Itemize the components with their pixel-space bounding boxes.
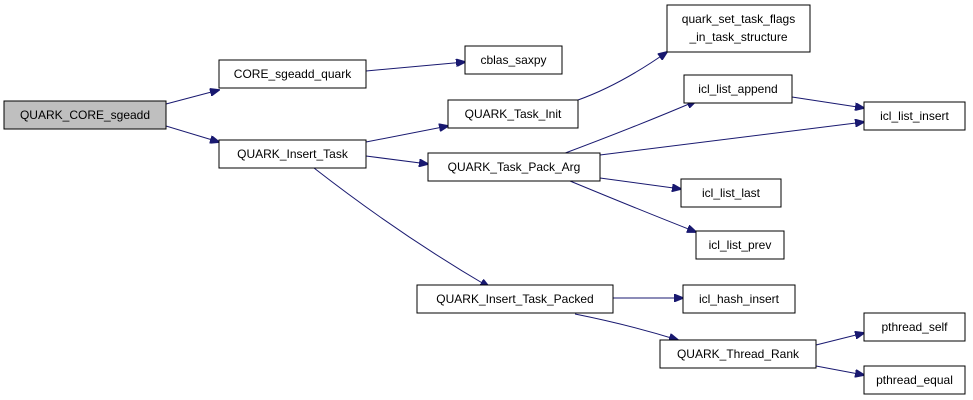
node-label: pthread_self <box>881 320 948 334</box>
edge-quark-task-pack-arg-to-icl-list-last <box>599 177 681 189</box>
node-label: cblas_saxpy <box>480 53 546 67</box>
node-label: QUARK_Insert_Task_Packed <box>436 292 593 306</box>
node-quark-core-sgeadd[interactable]: QUARK_CORE_sgeadd <box>3 100 167 130</box>
node-label: icl_hash_insert <box>699 292 780 306</box>
node-cblas-saxpy[interactable]: cblas_saxpy <box>464 45 563 75</box>
edge-quark-insert-task-packed-to-quark-thread-rank <box>574 313 678 340</box>
node-label: QUARK_Insert_Task <box>237 147 349 161</box>
node-quark-task-pack-arg[interactable]: QUARK_Task_Pack_Arg <box>427 152 601 182</box>
edge-quark-thread-rank-to-pthread-self <box>815 333 864 346</box>
edge-root-to-quark-insert-task <box>165 125 219 142</box>
edge-quark-thread-rank-to-pthread-equal <box>815 365 864 375</box>
node-icl-list-insert[interactable]: icl_list_insert <box>863 101 966 131</box>
node-quark-insert-task[interactable]: QUARK_Insert_Task <box>218 139 367 169</box>
node-label: CORE_sgeadd_quark <box>234 67 352 81</box>
edge-quark-task-pack-arg-to-icl-list-prev <box>569 180 696 232</box>
node-pthread-self[interactable]: pthread_self <box>863 312 966 342</box>
edge-quark-task-init-to-quark-set-task-flags <box>577 52 667 101</box>
node-quark-thread-rank[interactable]: QUARK_Thread_Rank <box>659 339 817 369</box>
edge-quark-task-pack-arg-to-icl-list-insert <box>599 122 864 156</box>
node-quark-task-init[interactable]: QUARK_Task_Init <box>447 99 579 129</box>
node-icl-list-prev[interactable]: icl_list_prev <box>695 230 785 260</box>
node-label: icl_list_prev <box>709 238 772 252</box>
node-label: pthread_equal <box>876 373 953 387</box>
edge-quark-task-pack-arg-to-icl-list-append <box>559 101 696 156</box>
node-icl-list-last[interactable]: icl_list_last <box>680 178 782 208</box>
node-label-line2: _in_task_structure <box>688 30 787 44</box>
edge-core-sgeadd-quark-to-cblas-saxpy <box>365 62 465 72</box>
node-label: icl_list_last <box>702 186 761 200</box>
edge-quark-insert-task-to-quark-task-init <box>365 126 448 143</box>
edge-icl-list-append-to-icl-list-insert <box>791 96 864 108</box>
node-pthread-equal[interactable]: pthread_equal <box>863 365 966 395</box>
node-label: QUARK_Task_Pack_Arg <box>448 160 581 174</box>
node-label: icl_list_insert <box>880 109 949 123</box>
node-label-line1: quark_set_task_flags <box>682 12 795 26</box>
node-label: icl_list_append <box>698 82 777 96</box>
node-quark-set-task-flags-in-task-structure[interactable]: quark_set_task_flags _in_task_structure <box>666 4 811 53</box>
node-label: QUARK_Thread_Rank <box>677 347 800 361</box>
node-label: QUARK_CORE_sgeadd <box>20 108 150 122</box>
node-label: QUARK_Task_Init <box>465 107 562 121</box>
edge-quark-insert-task-to-quark-insert-task-packed <box>313 167 489 287</box>
node-icl-list-append[interactable]: icl_list_append <box>683 74 793 104</box>
node-icl-hash-insert[interactable]: icl_hash_insert <box>682 284 796 314</box>
node-quark-insert-task-packed[interactable]: QUARK_Insert_Task_Packed <box>416 284 614 314</box>
edge-quark-insert-task-to-quark-task-pack-arg <box>365 155 428 164</box>
edges <box>165 52 864 375</box>
node-core-sgeadd-quark[interactable]: CORE_sgeadd_quark <box>218 59 367 89</box>
edge-root-to-core-sgeadd-quark <box>165 90 219 105</box>
